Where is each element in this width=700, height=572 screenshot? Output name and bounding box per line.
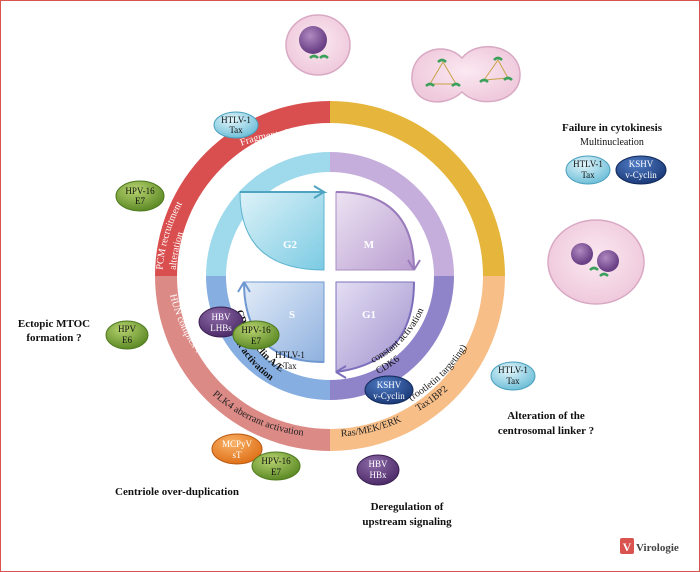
badge-htlv1-tax-top: HTLV-1 Tax [213, 111, 259, 139]
outer-ring-gold-segment [330, 101, 505, 276]
quadrant-m [335, 191, 415, 271]
svg-text:Tax: Tax [229, 125, 243, 135]
svg-text:E7: E7 [251, 336, 261, 346]
badge-hbv-hbx: HBV HBx [356, 454, 400, 486]
label-centrosomal-linker-line1: Alteration of the [507, 410, 585, 422]
svg-text:HPV-16: HPV-16 [241, 325, 271, 335]
svg-text:v-Cyclin: v-Cyclin [625, 170, 657, 180]
badge-kshv-vcyclin-cytokinesis: KSHV v-Cyclin [615, 155, 667, 185]
outer-ring-peach-segment [330, 276, 505, 451]
label-centriole-overduplication: Centriole over-duplication [115, 486, 239, 498]
svg-text:KSHV: KSHV [629, 159, 654, 169]
svg-text:HTLV-1: HTLV-1 [221, 115, 251, 125]
cell-illustration-mitotic [285, 14, 351, 76]
inner-ring-lilac-segment [330, 152, 454, 276]
badge-hpv16-e7-left: HPV-16 E7 [115, 180, 165, 212]
svg-text:Tax: Tax [581, 170, 595, 180]
label-multinucleation: Multinucleation [580, 137, 644, 148]
label-upstream-signaling-line1: Deregulation of [371, 501, 444, 513]
svg-text:Tax: Tax [506, 376, 520, 386]
badge-htlv1-tax-right: HTLV-1 Tax [490, 361, 536, 391]
outer-ring [155, 101, 505, 451]
badge-hpv-e6: HPV E6 [105, 320, 149, 350]
svg-text:E7: E7 [135, 196, 145, 206]
inner-ring-cyan-segment [206, 152, 330, 276]
quadrant-g1-arrow-icon [335, 281, 415, 379]
svg-text:HTLV-1: HTLV-1 [573, 159, 603, 169]
badge-hpv16-e7-bottom: HPV-16 E7 [251, 451, 301, 481]
svg-text:KSHV: KSHV [377, 380, 402, 390]
svg-text:Tax: Tax [283, 361, 297, 371]
quadrant-m-arrow-icon [335, 191, 421, 271]
label-ectopic-mtoc-line1: Ectopic MTOC [18, 318, 90, 330]
badge-hbv-lhbs: HBV LHBs [198, 306, 244, 338]
svg-text:HPV-16: HPV-16 [125, 186, 155, 196]
svg-text:HPV-16: HPV-16 [261, 456, 291, 466]
svg-text:MCPyV: MCPyV [222, 439, 253, 449]
inner-ring-blue-segment [206, 276, 330, 400]
svg-text:V: V [623, 540, 632, 554]
phase-label-s: S [289, 309, 295, 321]
label-cytokinesis-title: Failure in cytokinesis [562, 122, 663, 134]
phase-label-g1: G1 [362, 309, 376, 321]
badge-kshv-vcyclin-inner: KSHV v-Cyclin [364, 375, 414, 405]
inner-ring-violet-segment [330, 276, 454, 400]
virologie-logo: V Virologie [620, 538, 679, 554]
cell-illustration-binucleated [547, 219, 645, 305]
cell-illustration-cytokinesis [411, 45, 521, 103]
svg-text:v-Cyclin: v-Cyclin [373, 391, 405, 401]
svg-text:E6: E6 [122, 335, 132, 345]
quadrant-g2 [239, 191, 325, 271]
quadrant-g2-arrow-icon [240, 185, 328, 199]
cell-cycle-quadrants [237, 185, 421, 379]
svg-text:E7: E7 [271, 467, 281, 477]
badge-mcpyv-st: MCPyV sT [211, 433, 263, 465]
inner-ring [206, 152, 454, 400]
badge-hpv16-e7-inner: HPV-16 E7 [232, 320, 280, 350]
label-ectopic-mtoc-line2: formation ? [26, 332, 81, 344]
label-centrosomal-linker-line2: centrosomal linker ? [498, 425, 594, 437]
svg-text:sT: sT [233, 450, 243, 460]
svg-text:HBV: HBV [368, 459, 388, 469]
svg-text:LHBs: LHBs [210, 323, 232, 333]
badge-htlv1-tax-cytokinesis: HTLV-1 Tax [565, 155, 611, 185]
phase-label-g2: G2 [283, 239, 298, 251]
svg-text:HBx: HBx [369, 470, 387, 480]
phase-label-m: M [364, 239, 375, 251]
svg-text:HTLV-1: HTLV-1 [275, 350, 305, 360]
outer-ring-pink-segment [155, 276, 330, 451]
label-htlv1-tax-inner: HTLV-1 Tax [275, 350, 305, 371]
svg-text:HPV: HPV [118, 324, 137, 334]
svg-text:Virologie: Virologie [636, 542, 679, 554]
svg-text:HTLV-1: HTLV-1 [498, 365, 528, 375]
label-upstream-signaling-line2: upstream signaling [362, 516, 452, 528]
svg-text:HBV: HBV [211, 312, 231, 322]
